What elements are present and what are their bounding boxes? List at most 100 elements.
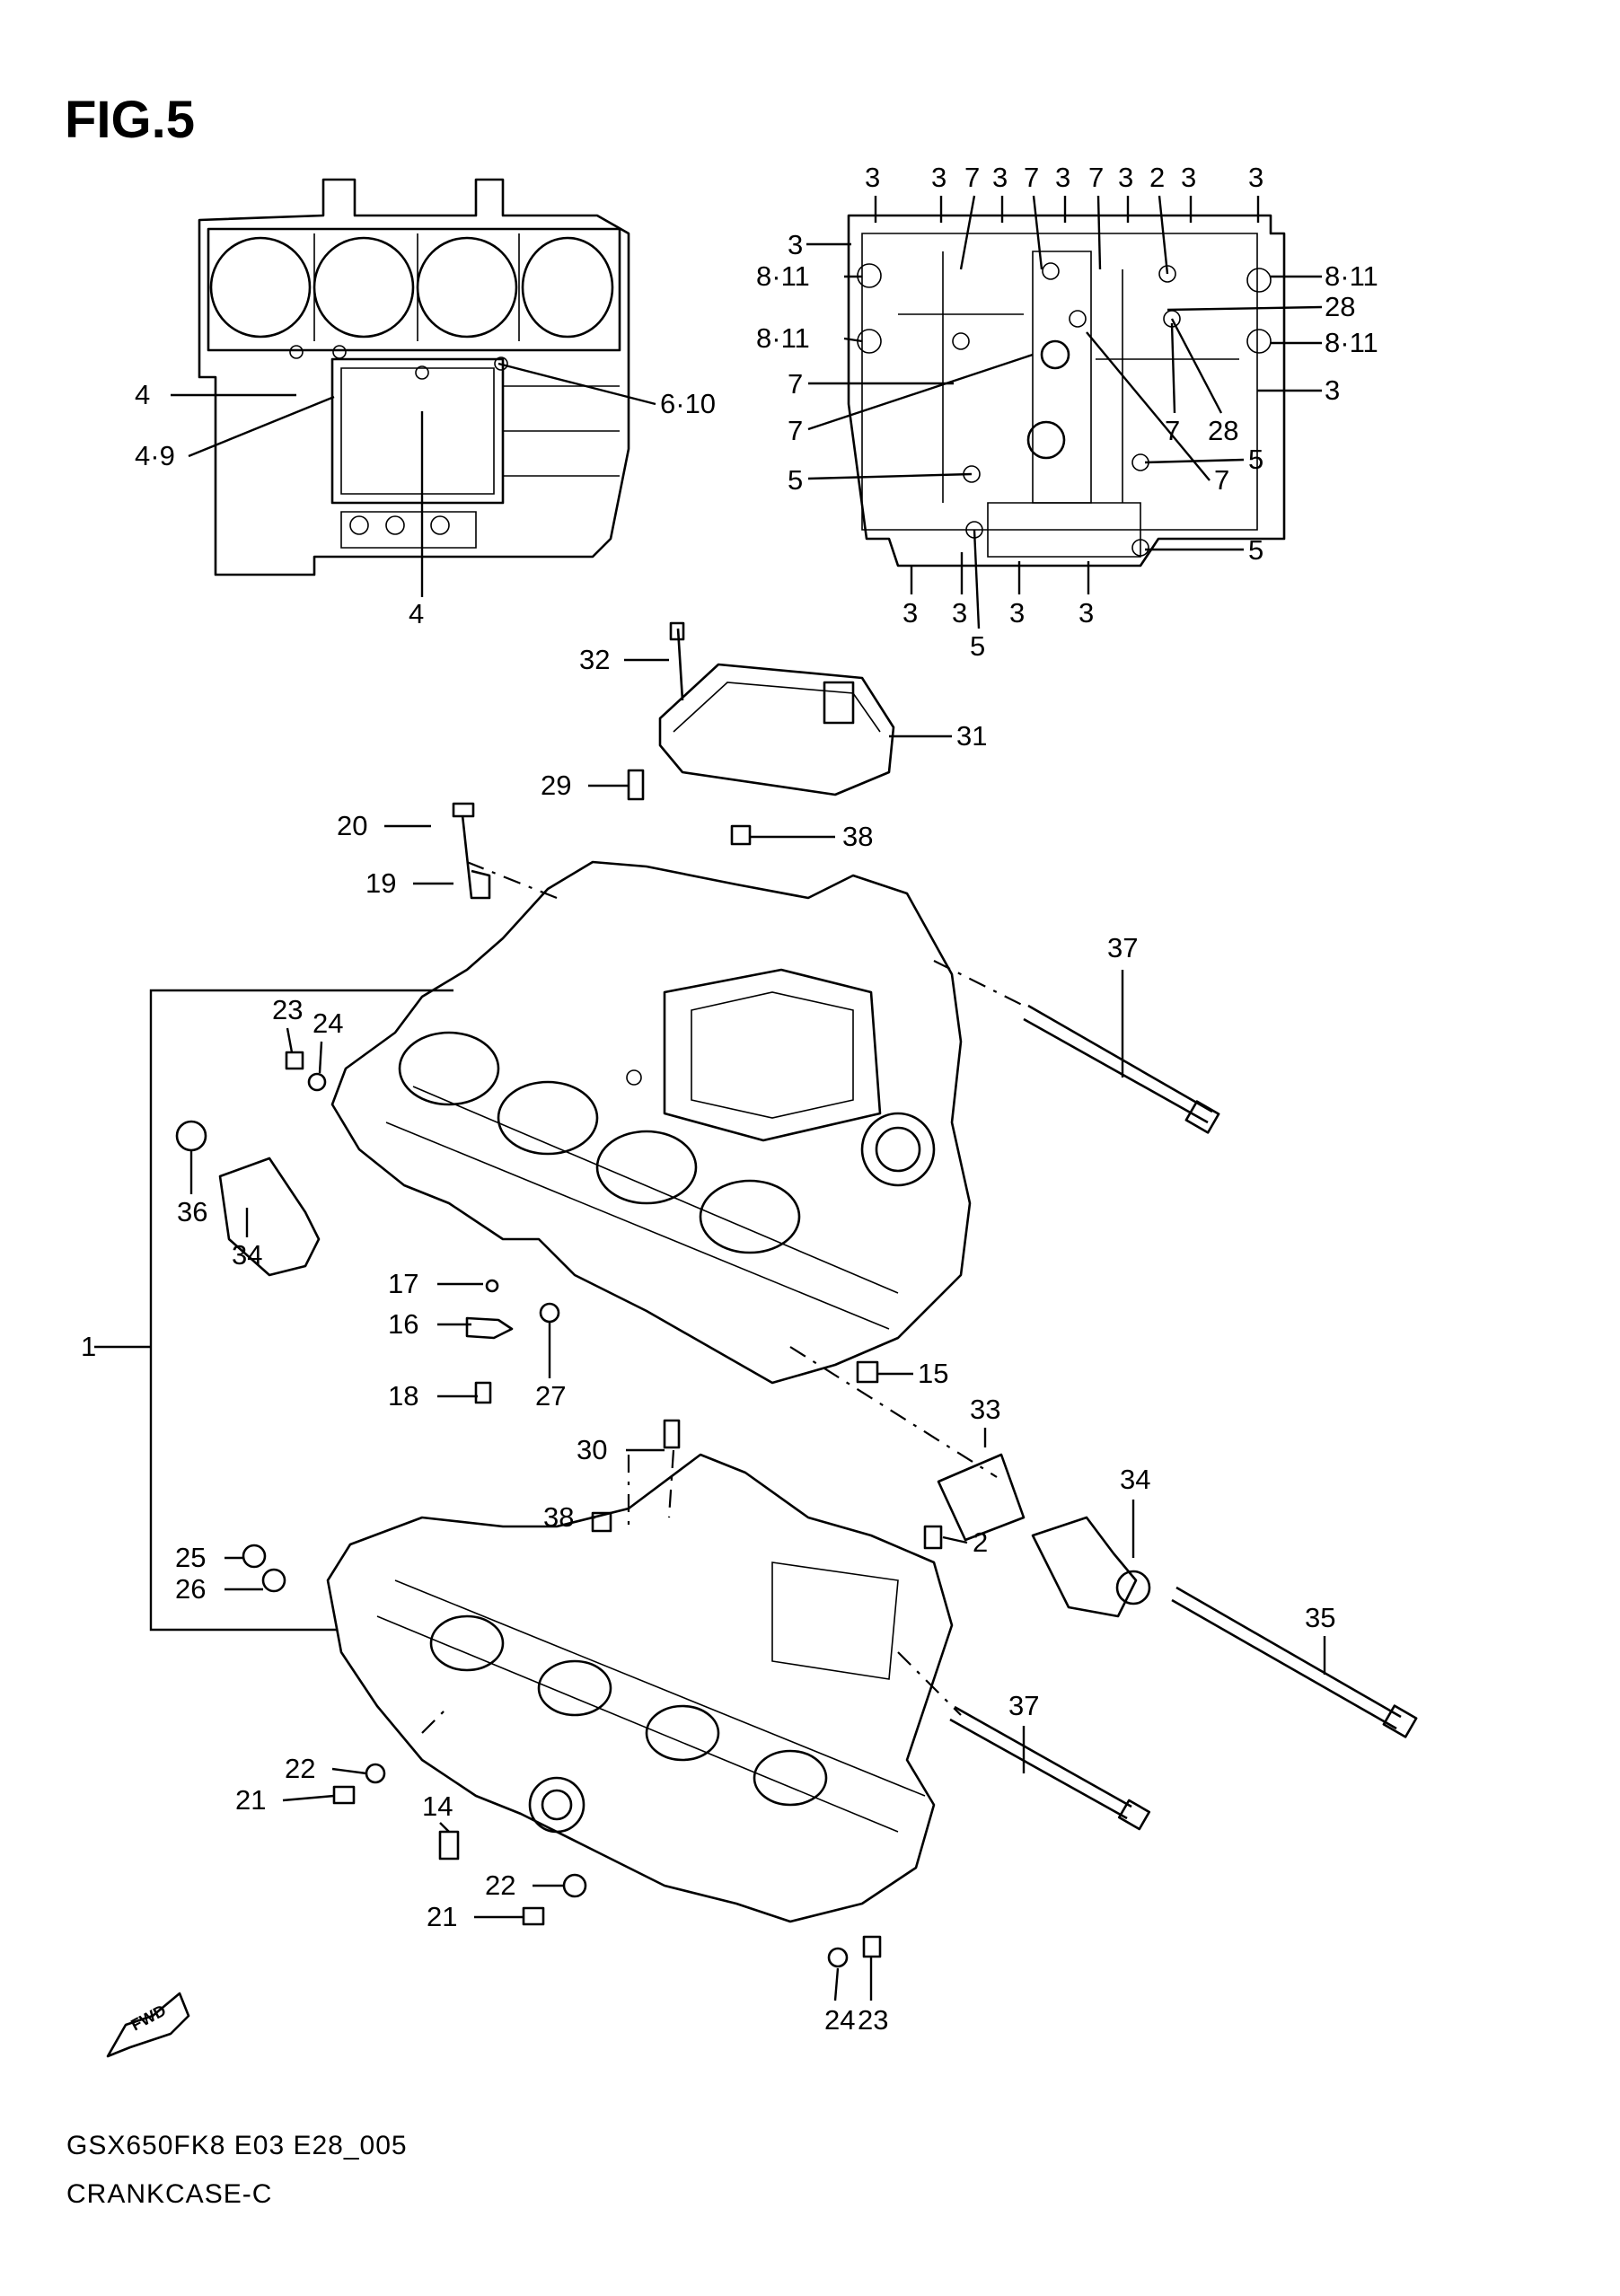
callout-tl-1: 4·9 [135,440,175,471]
leader-tl-1 [188,395,335,458]
lower-crankcase-view [847,214,1286,567]
callout-main-5: 19 [365,867,396,899]
leader-main-21 [942,1535,968,1544]
callout-main-4: 38 [842,821,873,852]
callout-tl-2: 6·10 [660,388,716,419]
callout-tr-9: 3 [1181,162,1196,193]
upper-crankcase-view [198,178,630,576]
breather-cover [658,621,895,796]
model-code: GSX650FK8 E03 E28_005 [66,2131,408,2160]
callout-main-30: 21 [427,1901,457,1932]
leader-tr-27 [1170,318,1223,414]
callout-main-2: 29 [541,770,571,801]
leader-main-28 [439,1822,450,1833]
leader-main-7 [286,1027,294,1053]
callout-tr-25: 3 [1325,374,1340,406]
callout-main-20: 38 [543,1501,574,1533]
callout-tr-0: 3 [865,162,880,193]
callout-main-12: 16 [388,1308,418,1340]
callout-main-0: 32 [579,644,610,675]
callout-tr-4: 7 [1024,162,1039,193]
callout-main-15: 15 [918,1358,948,1389]
callout-main-25: 37 [1008,1690,1039,1721]
callout-main-7: 23 [272,994,303,1025]
callout-tr-21: 5 [970,630,985,662]
leader-main-31 [833,1967,840,2001]
callout-main-18: 33 [970,1394,1000,1425]
callout-tr-1: 3 [931,162,946,193]
leader-main-27 [282,1794,335,1802]
leader-tr-21 [973,529,981,629]
leader-tr-26 [1170,322,1176,414]
callout-main-24: 35 [1305,1602,1335,1633]
callout-main-11: 17 [388,1268,418,1299]
callout-main-14: 27 [535,1380,566,1412]
callout-tr-10: 3 [1248,162,1263,193]
callout-tr-20: 3 [1079,597,1094,629]
callout-main-27: 21 [235,1784,266,1816]
callout-tr-16: 5 [788,464,803,496]
callout-tr-8: 2 [1149,162,1165,193]
callout-tl-3: 4 [409,598,424,629]
callout-tr-2: 7 [964,162,980,193]
callout-main-17: 30 [577,1434,607,1465]
callout-main-23: 26 [175,1573,206,1605]
callout-main-29: 22 [485,1869,515,1901]
callout-tr-30: 5 [1248,534,1263,566]
callout-tr-23: 28 [1325,291,1355,322]
callout-main-10: 34 [232,1239,262,1271]
callout-tr-14: 7 [788,368,803,400]
callout-main-22: 25 [175,1542,206,1573]
callout-main-32: 23 [858,2004,888,2036]
leader-tr-4 [1032,195,1043,270]
callout-tr-5: 3 [1055,162,1070,193]
callout-main-19: 34 [1120,1464,1150,1495]
fwd-arrow-icon: FWD [106,1992,190,2058]
callout-tr-11: 3 [788,229,803,260]
callout-tr-29: 7 [1214,464,1229,496]
callout-main-3: 20 [337,810,367,841]
callout-main-16: 1 [81,1331,96,1362]
callout-tr-22: 8·11 [1325,260,1378,292]
small-fasteners [242,769,943,1968]
callout-tr-17: 3 [902,597,918,629]
alignment-lines [421,860,1025,1734]
assembly-bracket [94,989,453,1632]
callout-main-6: 37 [1107,932,1138,963]
callout-tr-24: 8·11 [1325,327,1378,358]
leader-tr-16 [807,472,973,480]
callout-tr-12: 8·11 [756,260,810,292]
callout-main-9: 36 [177,1196,207,1227]
leader-tr-15 [807,353,1034,431]
oil-filter-assembly [937,1453,1151,1618]
leader-tr-6 [1096,195,1102,270]
callout-tr-6: 7 [1088,162,1104,193]
callout-tr-18: 3 [952,597,967,629]
callout-main-13: 18 [388,1380,418,1412]
callout-main-21: 2 [973,1526,988,1558]
leader-main-26 [331,1767,367,1775]
callout-main-26: 22 [285,1753,315,1784]
figure-title: FIG.5 [65,91,196,149]
callout-main-31: 24 [824,2004,855,2036]
callout-tr-19: 3 [1009,597,1025,629]
callout-tr-7: 3 [1118,162,1133,193]
upper-crankcase [330,860,972,1385]
callout-tr-3: 3 [992,162,1008,193]
long-bolts [949,1004,1418,1831]
callout-tr-26: 7 [1165,415,1180,446]
leader-tl-2 [497,362,656,406]
callout-main-1: 31 [956,720,987,752]
callout-tr-28: 5 [1248,444,1263,475]
fwd-label: FWD [128,2001,169,2035]
callout-tr-15: 7 [788,415,803,446]
callout-leader-lines [171,195,1326,2001]
lower-crankcase [326,1453,954,1923]
callout-tl-0: 4 [135,379,150,410]
leader-tr-8 [1158,195,1169,275]
leader-tr-13 [843,337,863,343]
callout-main-28: 14 [422,1790,453,1822]
